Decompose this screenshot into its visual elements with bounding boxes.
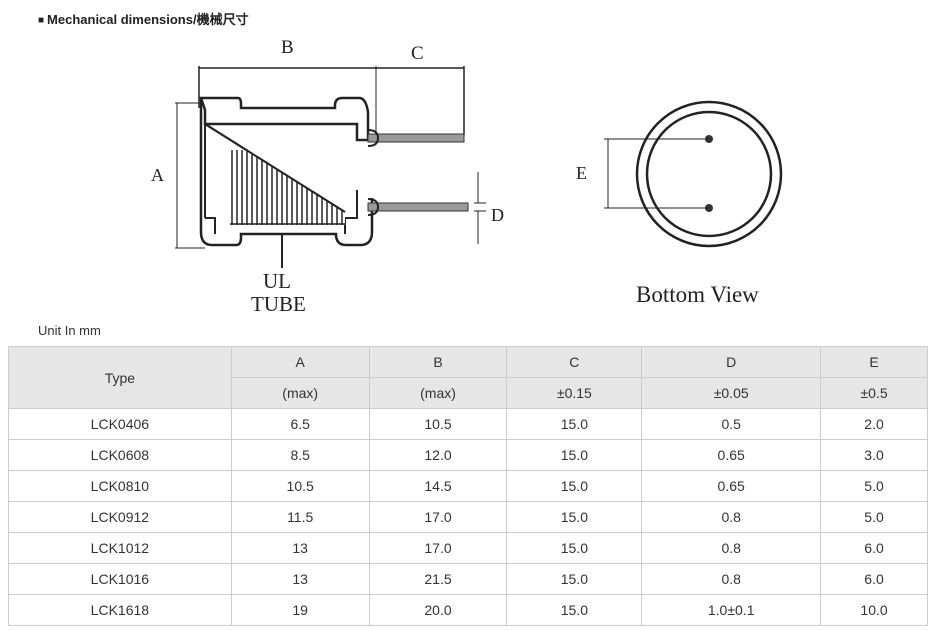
table-row: LCK0406 6.5 10.5 15.0 0.5 2.0 [8,408,928,440]
cell-a: 11.5 [230,501,370,533]
tolerance-b: (max) [368,377,508,409]
cell-a: 13 [230,563,370,595]
cell-b: 20.0 [368,594,508,626]
bottom-view-label: Bottom View [636,282,759,307]
cell-a: 10.5 [230,470,370,502]
mechanical-drawing: B C A D UL TUBE E Bottom View [151,37,783,316]
cell-e: 10.0 [820,594,928,626]
cell-c: 15.0 [506,594,643,626]
cell-e: 6.0 [820,563,928,595]
cell-c: 15.0 [506,501,643,533]
cell-c: 15.0 [506,439,643,471]
section-heading: ■Mechanical dimensions/機械尺寸 [38,9,249,28]
bullet-square-icon: ■ [38,15,45,26]
cell-d: 0.8 [641,501,822,533]
cell-b: 21.5 [368,563,508,595]
column-header-d: D [641,346,822,378]
table-row: LCK1618 19 20.0 15.0 1.0±0.1 10.0 [8,594,928,626]
dimension-label-c: C [411,43,424,64]
cell-a: 13 [230,532,370,564]
cell-b: 14.5 [368,470,508,502]
table-row: LCK0912 11.5 17.0 15.0 0.8 5.0 [8,501,928,533]
cell-b: 17.0 [368,532,508,564]
cell-e: 5.0 [820,470,928,502]
column-header-b: B [368,346,508,378]
cell-e: 6.0 [820,532,928,564]
cell-c: 15.0 [506,532,643,564]
dimensions-table: Type A B C D E (max) (max) ±0.15 ±0.05 ±… [8,346,928,626]
table-row: LCK1012 13 17.0 15.0 0.8 6.0 [8,532,928,564]
cell-type: LCK0810 [8,470,232,502]
tolerance-e: ±0.5 [820,377,928,409]
tube-label-line1: UL [263,269,291,293]
cell-d: 0.65 [641,439,822,471]
table-header-row: Type A B C D E [8,346,928,409]
cell-type: LCK0912 [8,501,232,533]
cell-d: 0.65 [641,470,822,502]
bottom-view-drawing [604,100,783,248]
cell-c: 15.0 [506,563,643,595]
cell-a: 8.5 [230,439,370,471]
tolerance-a: (max) [230,377,370,409]
table-tolerance-row: (max) (max) ±0.15 ±0.05 ±0.5 [9,377,928,409]
column-header-type: Type [8,346,232,409]
tube-label-line2: TUBE [251,292,306,316]
table-row: LCK0810 10.5 14.5 15.0 0.65 5.0 [8,470,928,502]
cell-type: LCK1618 [8,594,232,626]
cell-type: LCK0608 [8,439,232,471]
side-view-drawing [175,66,486,268]
cell-b: 17.0 [368,501,508,533]
column-header-c: C [506,346,643,378]
table-row: LCK0608 8.5 12.0 15.0 0.65 3.0 [8,439,928,471]
cell-type: LCK1016 [8,563,232,595]
cell-a: 6.5 [230,408,370,440]
cell-e: 3.0 [820,439,928,471]
cell-b: 12.0 [368,439,508,471]
cell-e: 2.0 [820,408,928,440]
column-header-e: E [820,346,928,378]
cell-type: LCK0406 [8,408,232,440]
dimension-label-b: B [281,37,294,58]
cell-e: 5.0 [820,501,928,533]
dimension-label-d: D [491,205,504,225]
unit-note: Unit In mm [38,323,101,338]
cell-type: LCK1012 [8,532,232,564]
tolerance-c: ±0.15 [506,377,643,409]
cell-d: 0.8 [641,532,822,564]
cell-c: 15.0 [506,470,643,502]
column-header-a: A [230,346,370,378]
dimension-label-a: A [151,165,164,185]
dimension-label-e: E [576,163,587,183]
cell-a: 19 [230,594,370,626]
cell-c: 15.0 [506,408,643,440]
section-title: Mechanical dimensions/機械尺寸 [47,12,249,27]
cell-d: 1.0±0.1 [641,594,822,626]
tolerance-d: ±0.05 [641,377,822,409]
cell-d: 0.5 [641,408,822,440]
cell-b: 10.5 [368,408,508,440]
table-row: LCK1016 13 21.5 15.0 0.8 6.0 [8,563,928,595]
cell-d: 0.8 [641,563,822,595]
